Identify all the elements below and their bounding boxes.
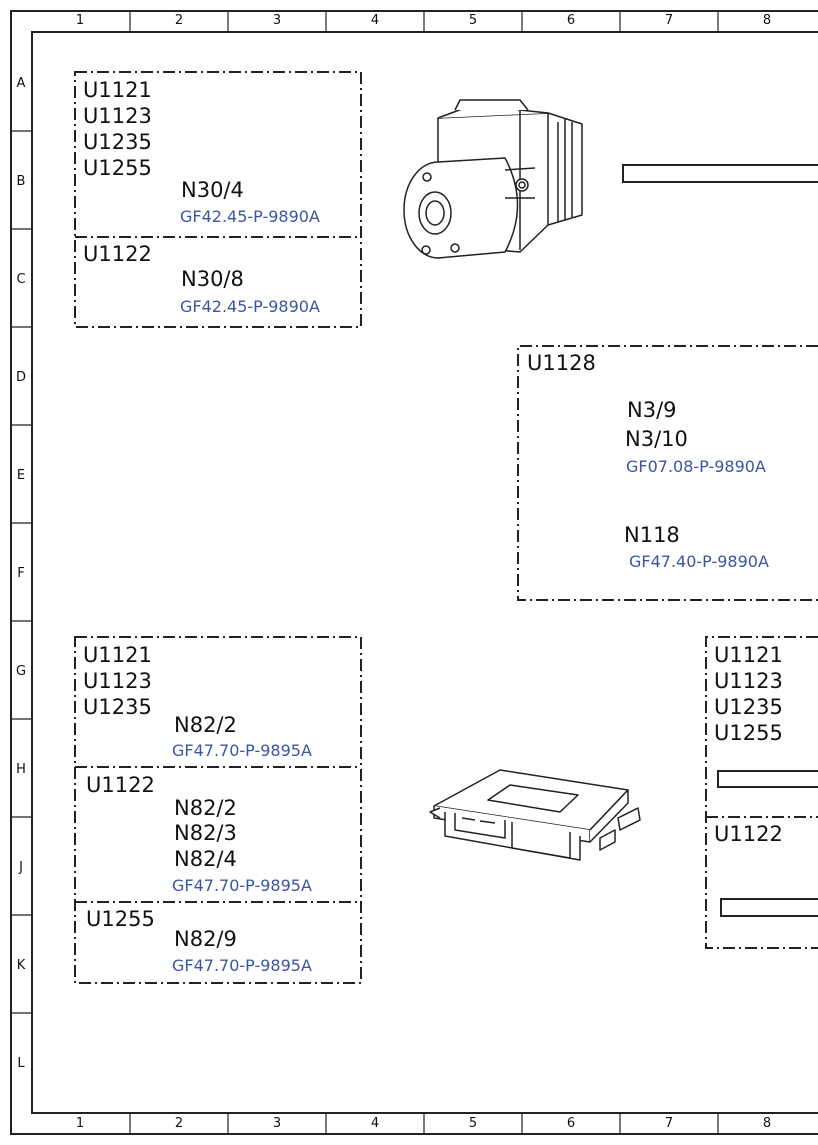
component-label: N3/9 xyxy=(627,398,677,422)
grid-col-5: 5 xyxy=(468,13,478,28)
abs-hydraulic-unit-illustration xyxy=(403,99,583,259)
component-label: N118 xyxy=(624,523,680,547)
grid-row-f: F xyxy=(17,566,25,581)
grid-col-6: 6 xyxy=(566,13,576,28)
grid-col-8-bottom: 8 xyxy=(762,1116,772,1131)
grid-row-j: J xyxy=(19,860,23,875)
code-label: U1122 xyxy=(714,822,783,846)
code-label: U1235 xyxy=(83,695,152,719)
component-label: N3/10 xyxy=(625,427,688,451)
component-label: N82/3 xyxy=(174,821,237,845)
component-label: N82/2 xyxy=(174,796,237,820)
code-label: U1123 xyxy=(83,104,152,128)
reference-link[interactable]: GF42.45-P-9890A xyxy=(180,207,320,226)
code-label: U1121 xyxy=(83,78,152,102)
grid-row-l: L xyxy=(17,1056,25,1071)
grid-col-1-bottom: 1 xyxy=(75,1116,85,1131)
code-label: U1123 xyxy=(83,669,152,693)
code-label: U1235 xyxy=(83,130,152,154)
code-label: U1122 xyxy=(83,242,152,266)
reference-link[interactable]: GF47.70-P-9895A xyxy=(172,741,312,760)
grid-col-3-bottom: 3 xyxy=(272,1116,282,1131)
component-label: N82/2 xyxy=(174,713,237,737)
grid-col-5-bottom: 5 xyxy=(468,1116,478,1131)
grid-col-1: 1 xyxy=(75,13,85,28)
grid-row-e: E xyxy=(16,468,26,483)
grid-col-8: 8 xyxy=(762,13,772,28)
code-label: U1255 xyxy=(83,156,152,180)
code-label: U1122 xyxy=(86,773,155,797)
reference-link[interactable]: GF42.45-P-9890A xyxy=(180,297,320,316)
grid-row-b: B xyxy=(16,174,26,189)
component-label: N30/4 xyxy=(181,178,244,202)
code-label: U1121 xyxy=(714,643,783,667)
grid-col-4-bottom: 4 xyxy=(370,1116,380,1131)
grid-col-2-bottom: 2 xyxy=(174,1116,184,1131)
grid-col-6-bottom: 6 xyxy=(566,1116,576,1131)
reference-link[interactable]: GF47.40-P-9890A xyxy=(629,552,769,571)
reference-link[interactable]: GF07.08-P-9890A xyxy=(626,457,766,476)
code-label: U1255 xyxy=(714,721,783,745)
grid-col-7-bottom: 7 xyxy=(664,1116,674,1131)
component-label: N82/4 xyxy=(174,847,237,871)
grid-col-3: 3 xyxy=(272,13,282,28)
code-label: U1128 xyxy=(527,351,596,375)
code-label: U1235 xyxy=(714,695,783,719)
reference-link[interactable]: GF47.70-P-9895A xyxy=(172,876,312,895)
grid-row-d: D xyxy=(15,370,26,385)
control-module-illustration xyxy=(429,769,641,861)
grid-col-7: 7 xyxy=(664,13,674,28)
code-label: U1255 xyxy=(86,907,155,931)
grid-row-h: H xyxy=(16,762,26,777)
grid-row-a: A xyxy=(16,76,26,91)
reference-link[interactable]: GF47.70-P-9895A xyxy=(172,956,312,975)
grid-row-c: C xyxy=(16,272,26,287)
code-label: U1121 xyxy=(83,643,152,667)
grid-row-g: G xyxy=(15,664,27,679)
grid-col-2: 2 xyxy=(174,13,184,28)
component-label: N30/8 xyxy=(181,267,244,291)
code-label: U1123 xyxy=(714,669,783,693)
grid-col-4: 4 xyxy=(370,13,380,28)
component-label: N82/9 xyxy=(174,927,237,951)
grid-row-k: K xyxy=(16,958,26,973)
